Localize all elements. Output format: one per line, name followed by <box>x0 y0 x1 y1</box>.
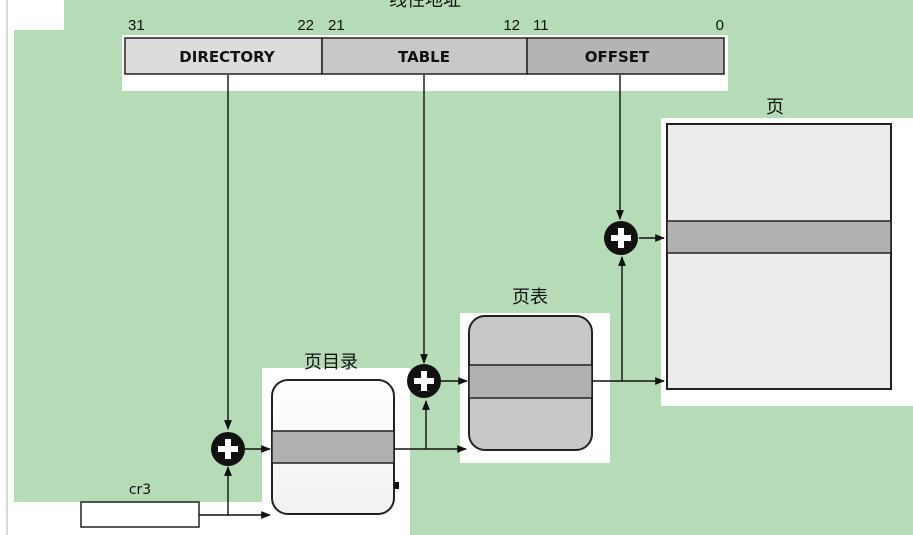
adder-directory <box>211 432 245 466</box>
cr3-register <box>80 501 200 528</box>
page-selected-byte <box>666 220 892 254</box>
table-field <box>321 37 528 75</box>
page-label: 页 <box>766 97 784 118</box>
directory-field <box>124 37 323 75</box>
page-table <box>460 313 610 463</box>
bit-0-label: 0 <box>716 17 724 34</box>
table-label: TABLE <box>398 48 450 66</box>
offset-label: OFFSET <box>585 48 650 66</box>
page-table-entry <box>468 364 593 399</box>
bit-12-label: 12 <box>503 17 520 34</box>
adder-offset <box>604 221 638 255</box>
adder-table <box>407 364 441 398</box>
page-directory <box>262 368 410 535</box>
page-directory-label: 页目录 <box>304 352 358 373</box>
offset-field <box>526 37 725 75</box>
bit-22-label: 22 <box>297 17 314 34</box>
bit-31-label: 31 <box>128 17 145 34</box>
bit-21-label: 21 <box>328 17 345 34</box>
linear-address-title: 线性地址 <box>389 0 461 11</box>
bit-11-label: 11 <box>533 17 549 34</box>
page-directory-entry <box>271 430 395 464</box>
connector-lines <box>199 75 665 519</box>
cr3-label: cr3 <box>129 482 151 498</box>
page-table-label: 页表 <box>512 287 548 308</box>
linear-address-bar: DIRECTORY TABLE OFFSET 31 22 21 12 11 0 <box>122 17 728 91</box>
directory-label: DIRECTORY <box>179 48 276 66</box>
top-left-white-patch <box>0 0 64 30</box>
page <box>661 118 913 406</box>
